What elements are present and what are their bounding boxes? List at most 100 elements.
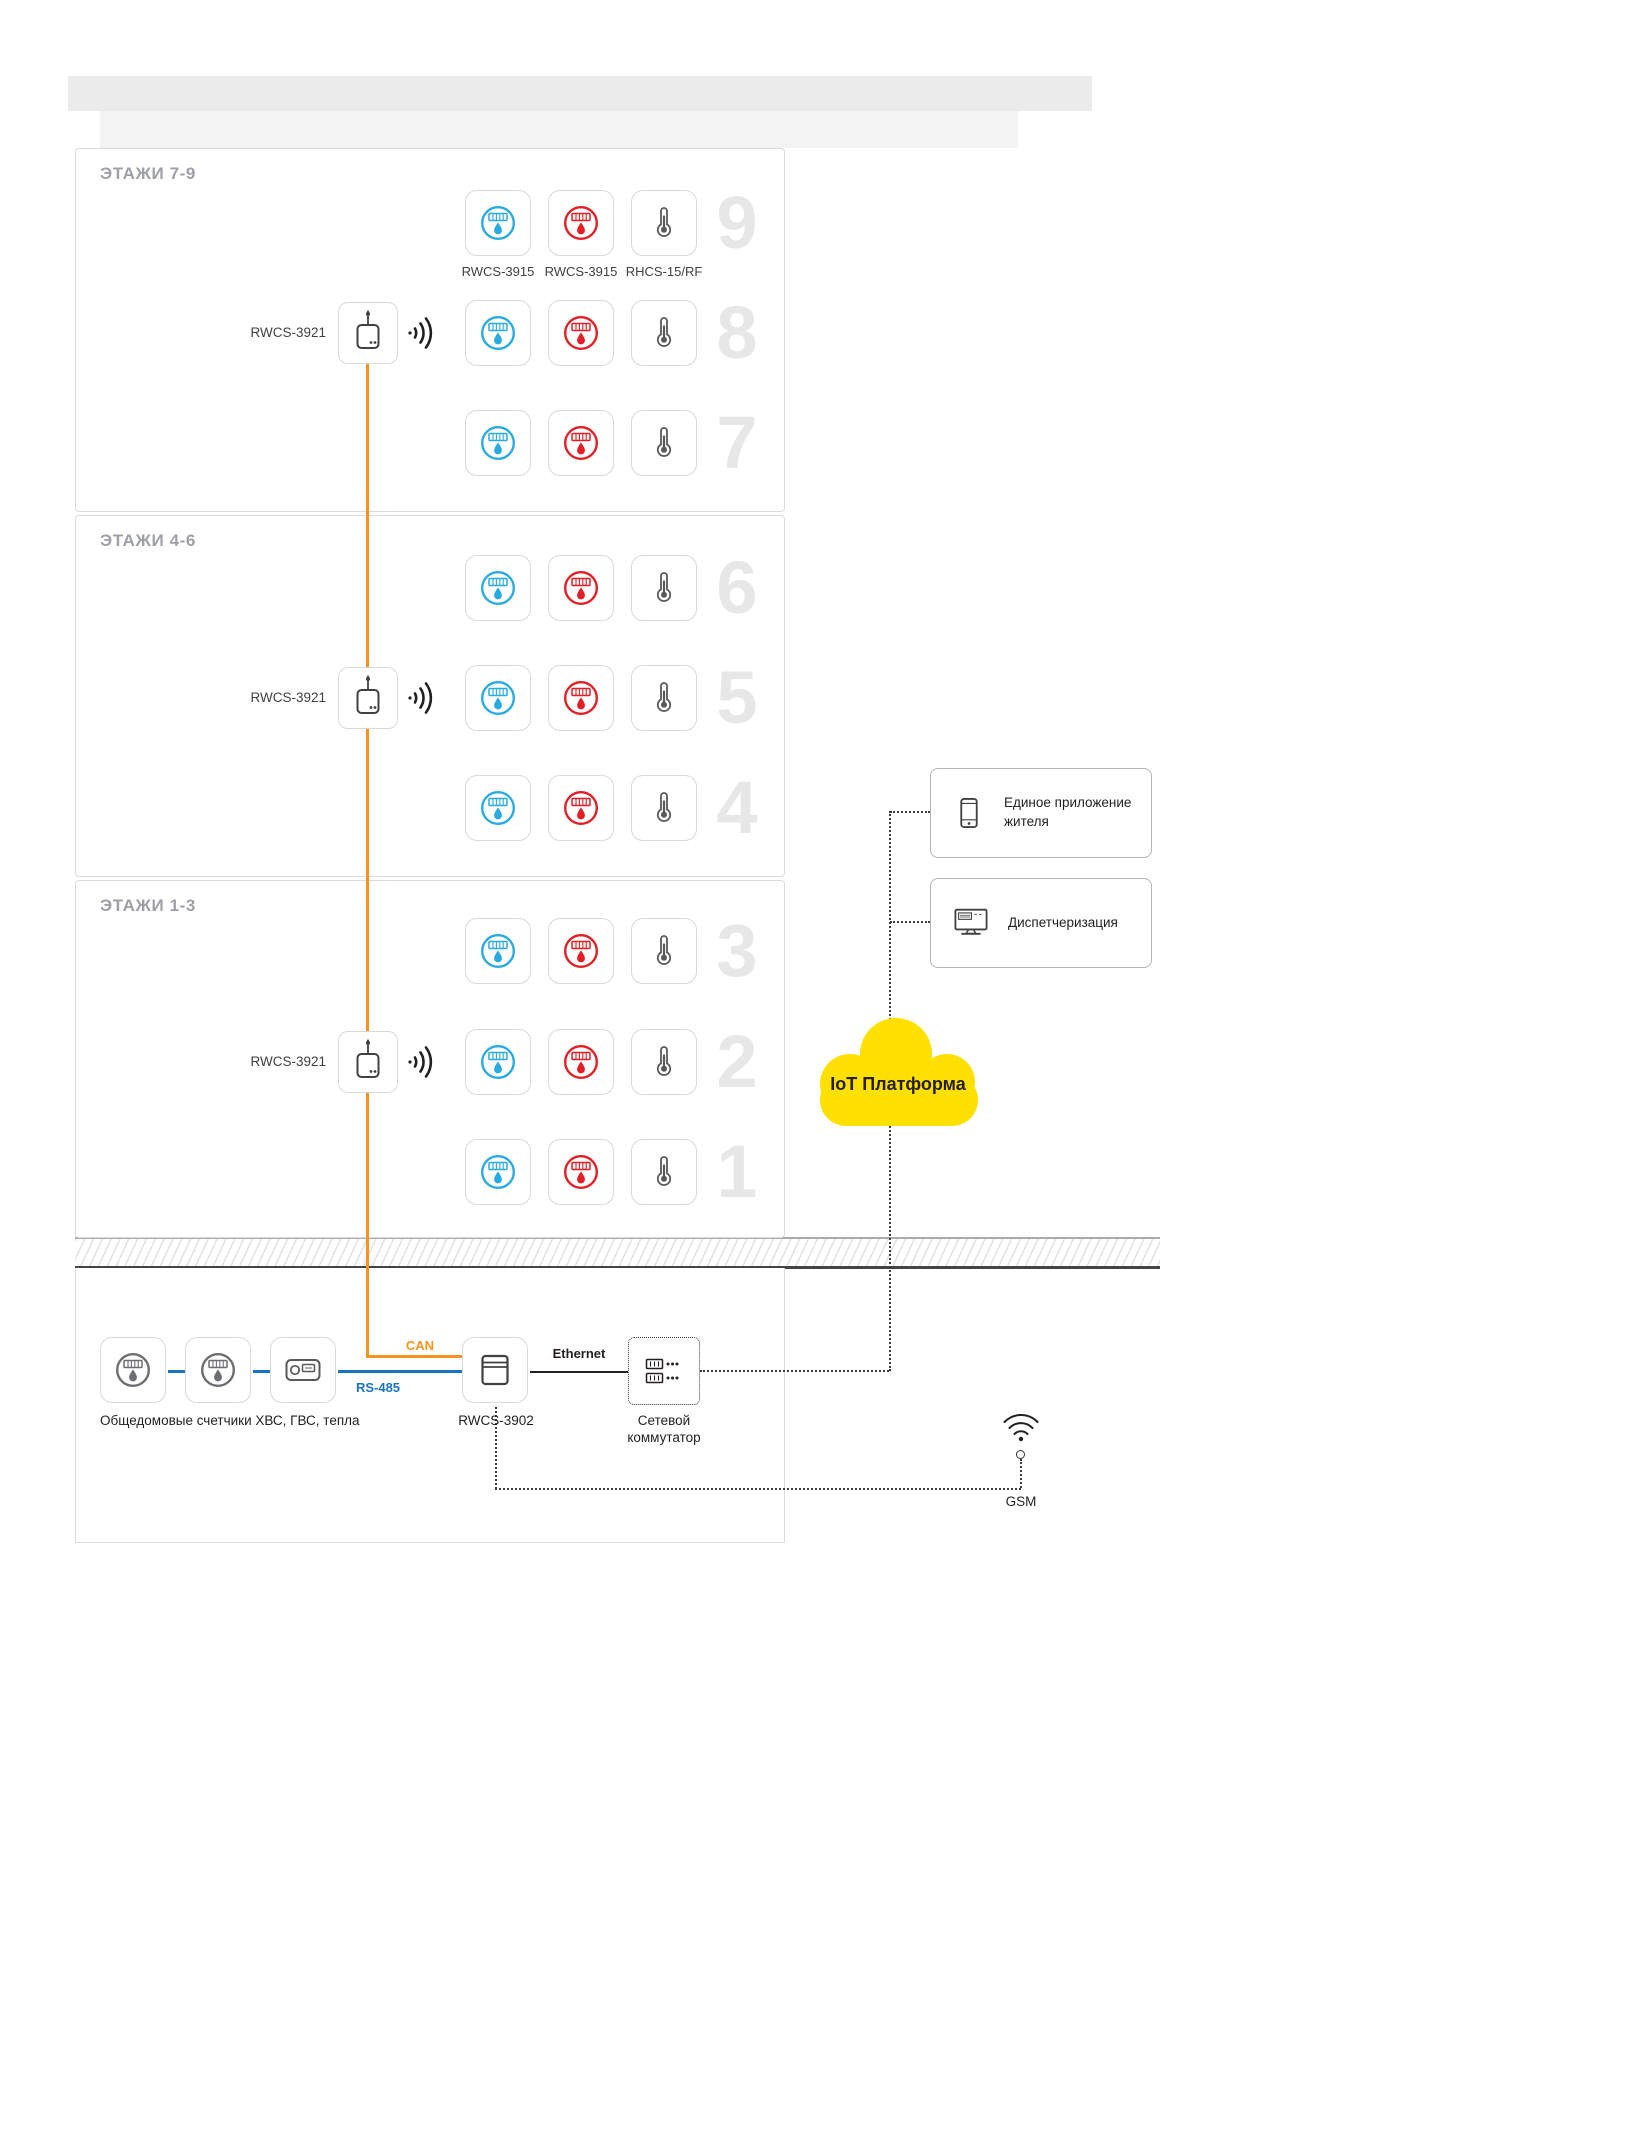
device-tile-hot-water-meter: [548, 300, 614, 366]
device-tile-hot-water-meter: [548, 665, 614, 731]
device-tile-cold-water-meter: [465, 1029, 531, 1095]
water-meter-icon: [476, 566, 520, 610]
rs485-line-segment: [168, 1370, 185, 1373]
repeater-device: [338, 302, 398, 364]
water-meter-icon: [559, 1150, 603, 1194]
section-title: ЭТАЖИ 4-6: [100, 531, 196, 550]
device-tile-radiator-heat-sensor: [631, 918, 697, 984]
floor-number: 4: [716, 766, 758, 849]
building-meters-label: Общедомовые счетчики ХВС, ГВС, тепла: [100, 1413, 360, 1428]
device-tile-hot-water-meter: [548, 190, 614, 256]
phone-icon: [949, 793, 989, 833]
water-meter-icon: [476, 676, 520, 720]
ground-line-bottom: [75, 1266, 1160, 1269]
network-switch: [628, 1337, 700, 1405]
ground-hatch: [75, 1239, 1160, 1266]
floor-number: 3: [716, 909, 758, 992]
repeater-icon: [344, 1036, 392, 1088]
water-meter-icon: [476, 201, 520, 245]
floor-number: 5: [716, 656, 758, 739]
water-meter-icon: [476, 929, 520, 973]
device-tile-cold-water-meter: [465, 555, 531, 621]
wireless-signal-icon: [404, 1039, 450, 1085]
thermometer-icon: [642, 676, 686, 720]
thermometer-icon: [642, 421, 686, 465]
controller-label: RWCS-3902: [458, 1413, 534, 1428]
thermometer-icon: [642, 929, 686, 973]
iot-platform-label: IoT Платформа: [830, 1074, 966, 1094]
water-meter-icon: [559, 311, 603, 355]
water-meter-icon: [559, 566, 603, 610]
building-heat-meter: [270, 1337, 336, 1403]
water-meter-icon: [476, 311, 520, 355]
dotted-link-gsm-down: [495, 1407, 497, 1489]
can-bus-line-horizontal: [366, 1355, 462, 1358]
floor-number: 1: [716, 1130, 758, 1213]
device-tile-radiator-heat-sensor: [631, 190, 697, 256]
dispatching-label: Диспетчеризация: [1008, 914, 1118, 930]
water-meter-icon: [559, 1040, 603, 1084]
device-tile-radiator-heat-sensor: [631, 1029, 697, 1095]
dotted-link-resident-app: [890, 811, 930, 813]
dotted-link-gsm-up: [1020, 1459, 1022, 1488]
thermometer-icon: [642, 201, 686, 245]
dotted-link-gsm-horizontal: [495, 1488, 1021, 1490]
repeater-device: [338, 1031, 398, 1093]
device-tile-radiator-heat-sensor: [631, 665, 697, 731]
heat-meter-icon: [279, 1346, 327, 1394]
gsm-connection-node: [1016, 1450, 1025, 1459]
thermometer-icon: [642, 311, 686, 355]
device-tile-cold-water-meter: [465, 1139, 531, 1205]
monitor-icon: [949, 901, 993, 945]
wireless-signal-icon: [404, 675, 450, 721]
water-meter-icon: [559, 421, 603, 465]
gsm-label: GSM: [1005, 1494, 1037, 1509]
repeater-label: RWCS-3921: [250, 690, 326, 705]
device-tile-hot-water-meter: [548, 1029, 614, 1095]
roof-slab-bottom: [100, 111, 1018, 148]
switch-icon: [640, 1347, 688, 1395]
iot-cloud-shape: [820, 1018, 978, 1126]
ethernet-label: Ethernet: [552, 1346, 606, 1361]
panel-dispatching: Диспетчеризация: [930, 878, 1152, 968]
thermometer-icon: [642, 786, 686, 830]
ethernet-line: [530, 1370, 628, 1373]
building-hot-water-meter: [185, 1337, 251, 1403]
device-tile-radiator-heat-sensor: [631, 1139, 697, 1205]
water-meter-icon: [559, 676, 603, 720]
device-tile-cold-water-meter: [465, 775, 531, 841]
water-meter-icon: [476, 1150, 520, 1194]
water-meter-icon: [476, 1040, 520, 1084]
section-title: ЭТАЖИ 7-9: [100, 164, 196, 183]
device-tile-cold-water-meter: [465, 190, 531, 256]
device-tile-radiator-heat-sensor: [631, 775, 697, 841]
thermometer-icon: [642, 1150, 686, 1194]
rs485-line-segment: [338, 1370, 462, 1373]
device-tile-cold-water-meter: [465, 665, 531, 731]
device-model-label: RHCS-15/RF: [625, 264, 703, 279]
device-tile-radiator-heat-sensor: [631, 555, 697, 621]
repeater-label: RWCS-3921: [250, 1054, 326, 1069]
can-bus-label: CAN: [405, 1338, 435, 1353]
water-meter-icon: [559, 201, 603, 245]
controller-rwcs-3902: [462, 1337, 528, 1403]
thermometer-icon: [642, 566, 686, 610]
gsm-icon: [995, 1404, 1047, 1452]
thermometer-icon: [642, 1040, 686, 1084]
water-meter-icon: [196, 1348, 240, 1392]
device-tile-radiator-heat-sensor: [631, 300, 697, 366]
controller-icon: [471, 1346, 519, 1394]
device-tile-hot-water-meter: [548, 555, 614, 621]
floor-number: 2: [716, 1020, 758, 1103]
basement-outline: [75, 1268, 785, 1543]
section-title: ЭТАЖИ 1-3: [100, 896, 196, 915]
dotted-link-dispatching: [890, 921, 930, 923]
device-tile-hot-water-meter: [548, 775, 614, 841]
floor-number: 6: [716, 546, 758, 629]
roof-slab-top: [68, 76, 1092, 111]
water-meter-icon: [111, 1348, 155, 1392]
device-model-label: RWCS-3915: [544, 264, 618, 279]
panel-resident-app: Единое приложение жителя: [930, 768, 1152, 858]
repeater-icon: [344, 307, 392, 359]
